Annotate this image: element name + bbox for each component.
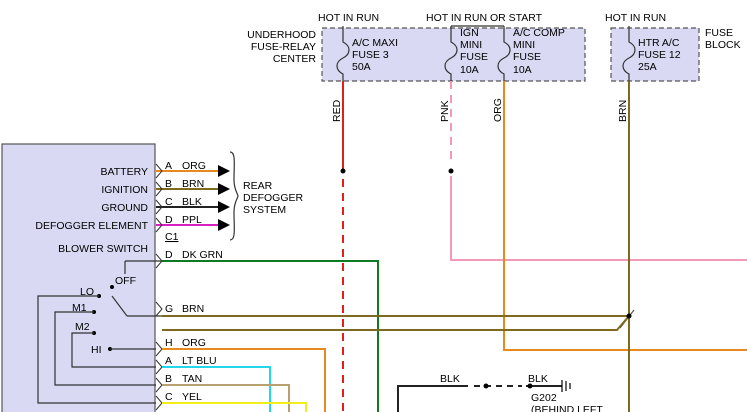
org-wire-label: ORG — [492, 98, 504, 122]
red-splice-dot — [340, 168, 346, 174]
ac-maxi-label: A/C MAXI — [352, 37, 398, 49]
hot-in-run-label-1: HOT IN RUN — [318, 12, 379, 24]
fuse-25a-label: 25A — [638, 61, 657, 73]
defogger-element-label: DEFOGGER ELEMENT — [35, 220, 148, 232]
pin-b1-color: BRN — [182, 178, 204, 190]
pin-g-color: BRN — [182, 303, 204, 315]
battery-label: BATTERY — [101, 166, 148, 178]
pin-b1-label: B — [165, 178, 172, 190]
pin-c1-label: C — [165, 196, 173, 208]
red-wire-label: RED — [331, 99, 343, 122]
blower-switch-arm — [111, 295, 128, 317]
ground-symbol — [561, 380, 571, 392]
fuse-block-label-1: FUSE — [705, 27, 733, 39]
rear-label: REAR — [243, 180, 273, 192]
hi-label: HI — [91, 344, 102, 356]
pin-h-color: ORG — [182, 337, 206, 349]
m2-label: M2 — [75, 321, 90, 333]
fuse-50a-label: 50A — [352, 61, 371, 73]
pin-h-label: H — [165, 337, 173, 349]
dk-green-wire — [162, 260, 379, 412]
blk-label-1: BLK — [440, 373, 460, 385]
blk-label-2: BLK — [528, 373, 548, 385]
pin-a1-arrow — [218, 165, 230, 177]
pink-splice-dot — [448, 168, 454, 174]
behind-left-label: (BEHIND LEFT — [531, 404, 603, 412]
pin-a1-label: A — [165, 160, 172, 172]
hot-in-run-label-2: HOT IN RUN — [605, 12, 666, 24]
pin-d1-label: D — [165, 214, 173, 226]
pin-b1-arrow — [218, 183, 230, 195]
pin-g-label: G — [165, 303, 173, 315]
connector-c1-label: C1 — [165, 231, 179, 243]
rear-defogger-bracket — [229, 151, 239, 241]
orange-wire — [503, 81, 747, 351]
pin-c2-label: C — [165, 391, 173, 403]
pin-d1-arrow — [218, 219, 230, 231]
lt-blue-wire — [162, 366, 271, 412]
fuse-block-label-2: BLOCK — [705, 39, 741, 51]
ground-label: GROUND — [101, 202, 148, 214]
ac-comp-fuse-label: FUSE — [513, 51, 541, 63]
underhood-label: UNDERHOOD — [247, 29, 316, 41]
lo-label: LO — [80, 286, 94, 298]
ac-comp-10a-label: 10A — [513, 64, 532, 76]
orange-h-wire — [162, 348, 326, 412]
yellow-wire — [162, 402, 307, 412]
system-label: SYSTEM — [243, 204, 286, 216]
pin-a1-color: ORG — [182, 160, 206, 172]
hot-in-run-or-start-label: HOT IN RUN OR START — [426, 12, 543, 24]
pin-c2-color: YEL — [182, 391, 202, 403]
fuse-ac-maxi-symbol — [336, 32, 350, 81]
center-label: CENTER — [273, 53, 317, 65]
fuse-relay-label: FUSE-RELAY — [251, 41, 316, 53]
blower-switch-off-dot — [110, 285, 114, 289]
ign-fuse-label: FUSE — [460, 51, 488, 63]
ign-mini-label: MINI — [460, 39, 482, 51]
pin-c1-color: BLK — [182, 196, 202, 208]
blower-switch-label: BLOWER SWITCH — [58, 243, 148, 255]
fuse-ac-comp-symbol — [497, 32, 511, 81]
ac-comp-mini-label: MINI — [513, 39, 535, 51]
underhood-fuse-relay-center-box — [321, 27, 586, 82]
pin-b2-label: B — [165, 373, 172, 385]
pin-d2-color: DK GRN — [182, 249, 223, 261]
ign-10a-label: 10A — [460, 64, 479, 76]
off-label: OFF — [115, 275, 136, 287]
fuse-12-label: FUSE 12 — [638, 49, 681, 61]
pnk-wire-label: PNK — [439, 100, 451, 122]
ignition-label: IGNITION — [101, 184, 148, 196]
fuse-htr-ac-symbol — [622, 32, 636, 81]
htr-ac-label: HTR A/C — [638, 37, 680, 49]
fuse-ign-mini-symbol — [444, 32, 458, 81]
ign-label: IGN — [460, 27, 479, 39]
pin-a2-color: LT BLU — [182, 355, 217, 367]
defogger-label: DEFOGGER — [243, 192, 304, 204]
g202-label: G202 — [531, 392, 557, 404]
black-ground-wire — [397, 385, 468, 412]
m1-label: M1 — [72, 302, 87, 314]
pin-d2-label: D — [165, 249, 173, 261]
ac-comp-label: A/C COMP — [513, 27, 565, 39]
pin-c1-arrow — [218, 201, 230, 213]
pin-d1-color: PPL — [182, 214, 202, 226]
fuse-3-label: FUSE 3 — [352, 49, 389, 61]
pin-b2-color: TAN — [182, 373, 202, 385]
pin-a2-label: A — [165, 355, 172, 367]
brn-wire-label: BRN — [617, 100, 629, 122]
